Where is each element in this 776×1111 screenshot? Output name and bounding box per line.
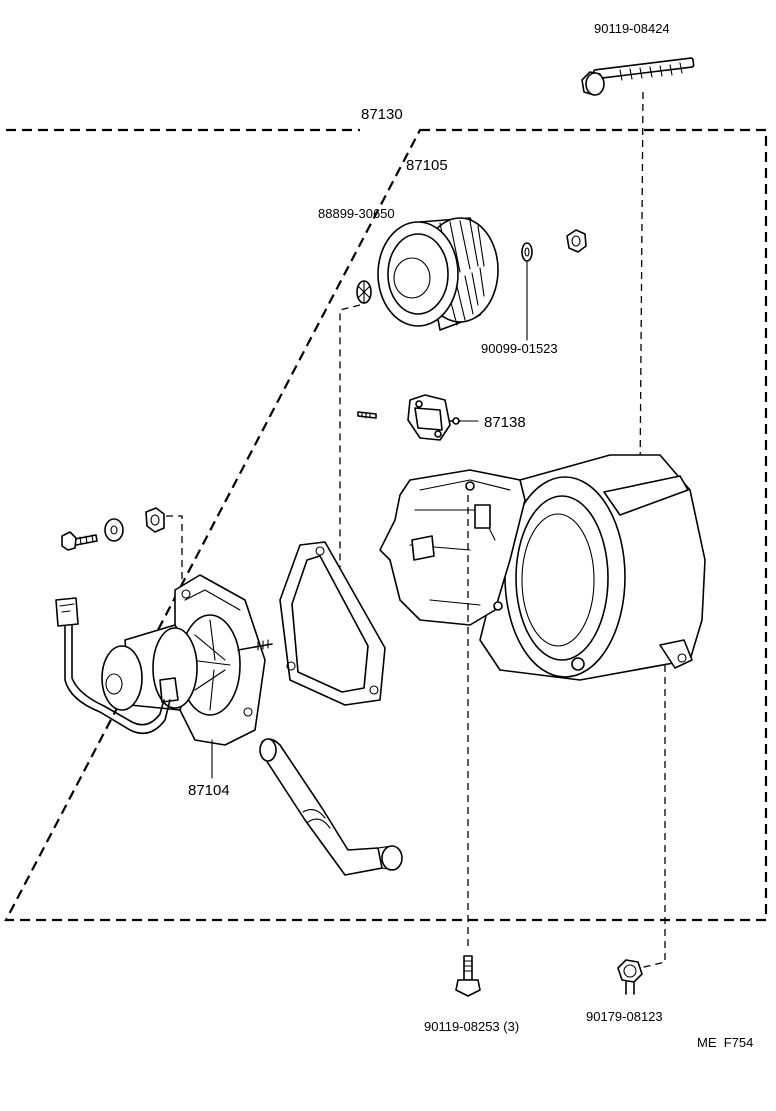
label-bolt-top: 90119-08424 xyxy=(594,21,670,36)
gasket-part[interactable] xyxy=(279,541,386,706)
resistor-part[interactable] xyxy=(407,394,461,441)
figure-code: ME F754 xyxy=(697,1035,753,1050)
bolt-top-part[interactable] xyxy=(581,57,695,96)
nut-part[interactable] xyxy=(566,229,587,253)
drain-hose-part[interactable] xyxy=(259,738,403,876)
screw-left-part[interactable] xyxy=(61,531,98,551)
bolt-right-part[interactable] xyxy=(617,959,643,995)
nut-left-part[interactable] xyxy=(145,507,165,533)
label-motor: 87104 xyxy=(188,782,230,799)
label-bolt-bottom: 90119-08253 (3) xyxy=(424,1019,519,1034)
blower-case-part[interactable] xyxy=(379,454,706,681)
blower-fan-part[interactable] xyxy=(377,217,499,331)
label-resistor: 87138 xyxy=(484,414,526,431)
motor-wire-connector[interactable] xyxy=(55,597,171,735)
leader-right-bolt xyxy=(639,665,666,969)
label-bolt-right: 90179-08123 xyxy=(586,1009,663,1024)
leader-nut-left xyxy=(166,515,183,586)
label-assembly: 87130 xyxy=(361,106,403,123)
screw-small-part[interactable] xyxy=(357,411,377,419)
label-clip: 88899-30650 xyxy=(318,206,395,221)
washer-part[interactable] xyxy=(521,242,533,262)
label-washer: 90099-01523 xyxy=(481,341,558,356)
bolt-bottom-part[interactable] xyxy=(455,955,481,997)
clip-part[interactable] xyxy=(356,280,372,304)
blower-motor-part[interactable] xyxy=(101,574,273,746)
label-fan: 87105 xyxy=(406,157,448,174)
leader-bolt-top xyxy=(639,91,644,481)
washer-left-part[interactable] xyxy=(104,518,124,542)
